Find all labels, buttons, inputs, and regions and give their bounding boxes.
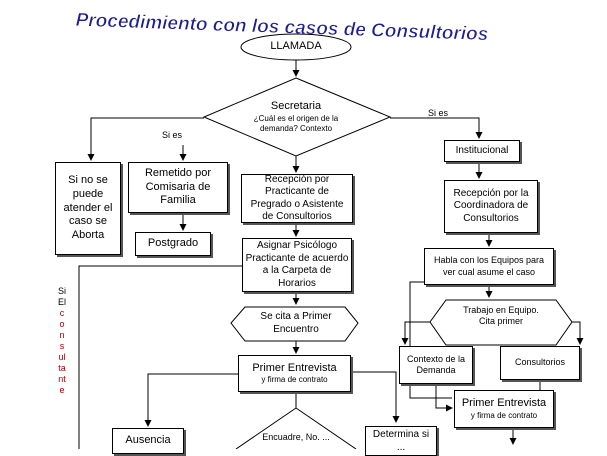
- ausencia-box: Ausencia: [112, 428, 184, 454]
- side-text-black: Si El: [58, 286, 67, 307]
- primer-entrevista-box: Primer Entrevista y firma de contrato: [238, 355, 351, 392]
- primer-entrevista-label: Primer Entrevista: [252, 361, 337, 374]
- firma-label: y firma de contrato: [261, 375, 328, 385]
- firma-r-label: y firma de contrato: [470, 410, 538, 420]
- llamada-label: LLAMADA: [270, 40, 322, 53]
- primer-entrevista-r-box: Primer Entrevista y firma de contrato: [454, 390, 554, 428]
- secretaria-text: Secretaria ¿Cuál es el origen de la dema…: [236, 100, 356, 133]
- side-vertical-text: Si Elconsultante: [58, 286, 66, 396]
- secretaria-title: Secretaria: [270, 100, 322, 112]
- diagram-title: Procedimiento con los casos de Consultor…: [75, 10, 489, 46]
- recepcion-coordinadora-box: Recepción por la Coordinadora de Consult…: [444, 180, 538, 233]
- primer-entrevista-r-label: Primer Entrevista: [461, 397, 547, 410]
- si-es-right-label: Si es: [428, 108, 449, 118]
- remetido-box: Remetido por Comisaria de Familia: [128, 162, 228, 213]
- cita-label: Se cita a Primer Encuentro: [260, 311, 332, 335]
- postgrado-box: Postgrado: [135, 232, 211, 256]
- cita-hex: [230, 306, 359, 342]
- no-se-puede-box: Si no se puede atender el caso se Aborta: [55, 162, 121, 255]
- trabajo-label: Trabajo en Equipo. Cita primer: [463, 305, 539, 327]
- institucional-box: Institucional: [444, 140, 520, 162]
- secretaria-question: ¿Cuál es el origen de la demanda? Contex…: [253, 114, 339, 133]
- determina-box: Determina si ...: [365, 426, 437, 456]
- recepcion-practicante-box: Recepción por Practicante de Pregrado o …: [241, 174, 353, 223]
- asignar-box: Asignar Psicólogo Practicante de acuerdo…: [242, 238, 352, 292]
- habla-box: Habla con los Equipos para ver cual asum…: [424, 248, 554, 285]
- contexto-box: Contexto de la Demanda: [399, 346, 473, 384]
- si-es-left-label: Si es: [162, 130, 183, 140]
- side-text-red: consultante: [58, 308, 66, 395]
- consultorios-box: Consultorios: [500, 346, 580, 380]
- encuadre-label: Encuadre, No. ...: [262, 432, 330, 442]
